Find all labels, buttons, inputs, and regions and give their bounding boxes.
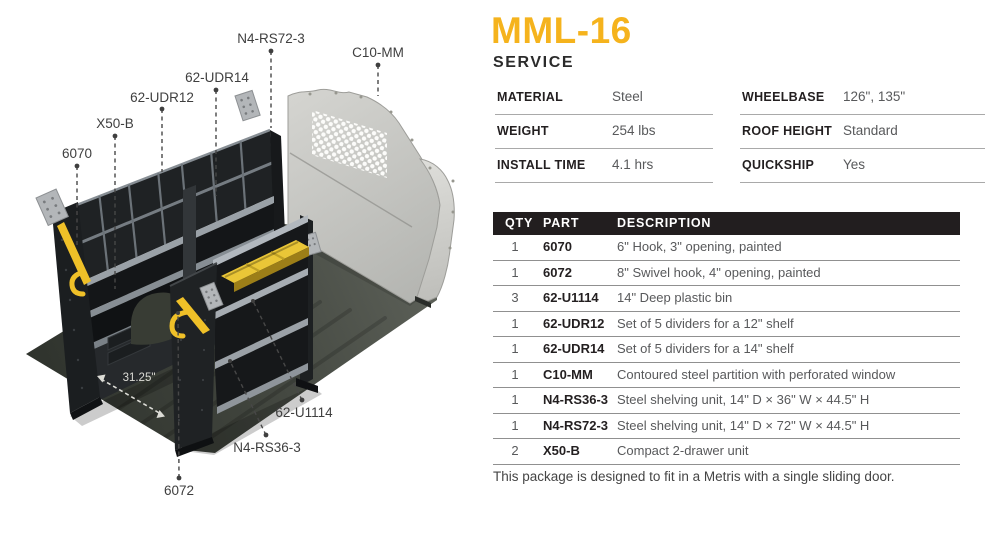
part-description: Steel shelving unit, 14" D × 36" W × 44.…	[617, 392, 870, 407]
spec-value: 254 lbs	[612, 123, 656, 138]
callout-n4rs36: N4-RS36-3	[233, 440, 301, 455]
part-qty: 1	[511, 341, 519, 356]
part-description: Set of 5 dividers for a 14" shelf	[617, 341, 794, 356]
part-qty: 1	[511, 264, 519, 280]
info-panel: MML-16 SERVICE MATERIAL Steel WEIGHT 254…	[490, 0, 1000, 541]
spec-row: ROOF HEIGHT Standard	[740, 115, 985, 149]
part-qty: 1	[511, 315, 519, 331]
package-note: This package is designed to fit in a Met…	[493, 469, 895, 484]
mounting-bracket	[199, 281, 224, 311]
spec-label: WEIGHT	[497, 124, 549, 138]
table-row: 1 6072 8" Swivel hook, 4" opening, paint…	[493, 261, 960, 286]
part-number: 62-UDR14	[543, 341, 605, 356]
column-header-part: PART	[543, 216, 580, 230]
spec-row: QUICKSHIP Yes	[740, 149, 985, 183]
part-description: Set of 5 dividers for a 12" shelf	[617, 315, 794, 331]
spec-label: QUICKSHIP	[742, 158, 815, 172]
spec-label: MATERIAL	[497, 90, 564, 104]
part-number: C10-MM	[543, 366, 593, 382]
part-description: 14" Deep plastic bin	[617, 290, 733, 305]
parts-table-header: QTY PART DESCRIPTION	[493, 212, 960, 235]
spec-label: INSTALL TIME	[497, 158, 586, 172]
part-description: Compact 2-drawer unit	[617, 443, 749, 458]
callout-c10mm: C10-MM	[352, 45, 404, 60]
callout-62udr14: 62-UDR14	[185, 70, 249, 85]
spec-table-left: MATERIAL Steel WEIGHT 254 lbs INSTALL TI…	[495, 81, 713, 183]
table-row: 1 62-UDR12 Set of 5 dividers for a 12" s…	[493, 312, 960, 337]
table-row: 1 N4-RS72-3 Steel shelving unit, 14" D ×…	[493, 414, 960, 439]
part-description: 6" Hook, 3" opening, painted	[617, 239, 782, 254]
part-number: N4-RS36-3	[543, 392, 609, 407]
part-description: 8" Swivel hook, 4" opening, painted	[617, 264, 821, 280]
column-header-qty: QTY	[505, 216, 534, 230]
spec-row: MATERIAL Steel	[495, 81, 713, 115]
spec-value: Standard	[843, 123, 898, 138]
partition-c10mm	[287, 88, 455, 308]
table-row: 1 6070 6" Hook, 3" opening, painted	[493, 235, 960, 261]
plastic-bins-62u1114	[221, 240, 309, 292]
dimension-label: 31.25"	[123, 372, 156, 384]
table-row: 1 C10-MM Contoured steel partition with …	[493, 363, 960, 388]
mounting-bracket	[35, 188, 69, 227]
spec-label: ROOF HEIGHT	[742, 124, 833, 138]
table-row: 1 N4-RS36-3 Steel shelving unit, 14" D ×…	[493, 388, 960, 414]
spec-table-right: WHEELBASE 126", 135" ROOF HEIGHT Standar…	[740, 81, 985, 183]
callout-62u1114: 62-U1114	[275, 405, 333, 420]
table-row: 2 X50-B Compact 2-drawer unit	[493, 439, 960, 465]
callout-x50b: X50-B	[96, 116, 134, 131]
callout-n4rs72: N4-RS72-3	[237, 31, 305, 46]
part-number: N4-RS72-3	[543, 417, 609, 433]
spec-row: WHEELBASE 126", 135"	[740, 81, 985, 115]
hook-6070	[57, 222, 91, 297]
table-row: 3 62-U1114 14" Deep plastic bin	[493, 286, 960, 312]
table-row: 1 62-UDR14 Set of 5 dividers for a 14" s…	[493, 337, 960, 363]
part-description: Steel shelving unit, 14" D × 72" W × 44.…	[617, 417, 870, 433]
part-qty: 1	[511, 392, 519, 407]
part-description: Contoured steel partition with perforate…	[617, 366, 896, 382]
spec-value: Yes	[843, 157, 866, 172]
mounting-bracket	[234, 89, 261, 122]
spec-label: WHEELBASE	[742, 90, 825, 104]
part-number: 6070	[543, 239, 572, 254]
partition-perforated-window	[312, 110, 387, 178]
part-qty: 1	[511, 417, 519, 433]
product-category: SERVICE	[493, 54, 575, 71]
part-number: X50-B	[543, 443, 580, 458]
spec-value: Steel	[612, 89, 643, 104]
spec-value: 4.1 hrs	[612, 157, 654, 172]
part-number: 62-U1114	[543, 290, 599, 305]
part-number: 6072	[543, 264, 572, 280]
spec-row: WEIGHT 254 lbs	[495, 115, 713, 149]
parts-table: QTY PART DESCRIPTION 1 6070 6" Hook, 3" …	[493, 212, 960, 465]
shelving-package-illustration: 31.25" 6070 X50-B 62-UDR12 62-UDR14 N4-R…	[26, 31, 455, 498]
floor-dimension: 31.25"	[97, 372, 165, 418]
parts-table-body: 1 6070 6" Hook, 3" opening, painted 1 60…	[493, 235, 960, 465]
part-qty: 3	[511, 290, 519, 305]
spec-row: INSTALL TIME 4.1 hrs	[495, 149, 713, 183]
callout-62udr12: 62-UDR12	[130, 90, 194, 105]
product-model-title: MML-16	[491, 10, 632, 51]
callout-6072: 6072	[164, 483, 194, 498]
column-header-description: DESCRIPTION	[617, 216, 712, 230]
spec-value: 126", 135"	[843, 89, 906, 104]
part-qty: 1	[511, 239, 519, 254]
part-qty: 1	[511, 366, 519, 382]
callout-6070: 6070	[62, 146, 92, 161]
callout-leaders	[74, 48, 381, 481]
part-number: 62-UDR12	[543, 315, 605, 331]
part-qty: 2	[511, 443, 519, 458]
